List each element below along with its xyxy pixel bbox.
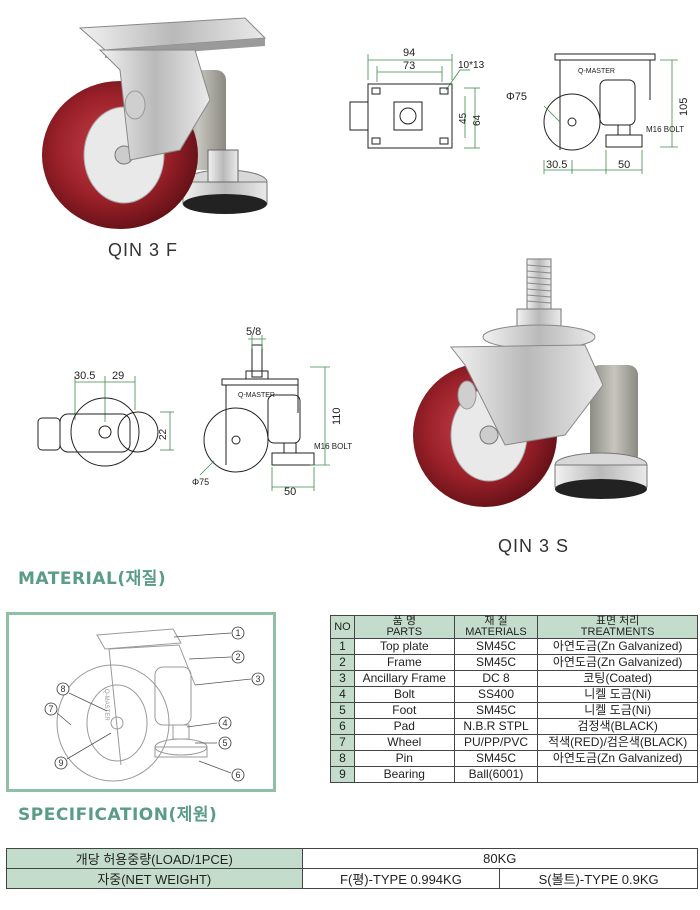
product-caption-f: QIN 3 F <box>108 240 179 260</box>
parts-exploded-diagram: Q-MASTER 1 2 3 4 5 6 7 <box>44 626 265 782</box>
dim-s-bolt: M16 BOLT <box>314 442 352 451</box>
caster-photo-s <box>413 258 648 507</box>
drawing-f-brand: Q-MASTER <box>578 68 615 75</box>
dim-f-height-outer: 64 <box>472 114 483 126</box>
drawing-f-side-view: Q-MASTER Φ75 105 M16 BOLT 30.5 50 <box>506 53 690 174</box>
specification-title: SPECIFICATION(제원) <box>18 805 218 825</box>
spec-weight-f: F(평)-TYPE 0.994KG <box>301 868 501 889</box>
diagram-label-1: 1 <box>235 628 240 638</box>
drawing-s-brand: Q-MASTER <box>238 392 275 399</box>
material-title: MATERIAL(재질) <box>18 569 167 589</box>
drawing-f-top-view: 94 73 10*13 45 64 <box>349 47 485 149</box>
dim-f-bolt: M16 BOLT <box>646 125 684 134</box>
spec-row-weight: 자중(NET WEIGHT) F(평)-TYPE 0.994KG S(볼트)-T… <box>6 868 698 889</box>
dim-s-wheel-dia: Φ75 <box>192 477 209 487</box>
dim-f-offset: 30.5 <box>546 159 567 171</box>
dim-s-offset-a: 30.5 <box>74 370 95 382</box>
diagram-label-2: 2 <box>235 652 240 662</box>
dim-s-thread: 5/8 <box>246 326 261 338</box>
dim-s-foot: 50 <box>284 486 296 498</box>
spec-weight-label: 자중(NET WEIGHT) <box>6 868 303 889</box>
dim-s-offset-b: 29 <box>112 370 124 382</box>
diagram-label-4: 4 <box>222 718 227 728</box>
diagram-label-3: 3 <box>255 674 260 684</box>
spec-row-load: 개당 허용중량(LOAD/1PCE) 80KG <box>6 848 699 869</box>
dim-f-hole: 10*13 <box>458 60 485 71</box>
diagram-label-9: 9 <box>58 758 63 768</box>
drawing-s-top-view: 30.5 29 22 <box>37 370 174 467</box>
product-caption-s: QIN 3 S <box>498 536 570 556</box>
header-no: NO <box>330 615 355 639</box>
diagram-label-8: 8 <box>60 684 65 694</box>
dim-s-height: 110 <box>331 407 343 425</box>
dim-f-foot: 50 <box>618 159 630 171</box>
dim-f-wheel-dia: Φ75 <box>506 91 527 103</box>
spec-load-value: 80KG <box>301 848 699 869</box>
diagram-brand: Q-MASTER <box>103 689 109 721</box>
caster-photo-f <box>42 17 268 229</box>
dim-f-width-inner: 73 <box>403 60 415 72</box>
dim-f-height: 105 <box>678 98 690 116</box>
spec-load-label: 개당 허용중량(LOAD/1PCE) <box>6 848 303 869</box>
diagram-label-6: 6 <box>235 770 240 780</box>
specification-table: 개당 허용중량(LOAD/1PCE) 80KG 자중(NET WEIGHT) F… <box>6 848 699 889</box>
dim-f-width-outer: 94 <box>403 47 415 59</box>
parts-diagram-frame: Q-MASTER 1 2 3 4 5 6 7 <box>6 612 276 792</box>
spec-weight-s: S(볼트)-TYPE 0.9KG <box>499 868 698 889</box>
dim-s-width: 22 <box>158 428 169 440</box>
diagram-label-5: 5 <box>222 738 227 748</box>
dim-f-height-inner: 45 <box>458 112 469 124</box>
diagram-label-7: 7 <box>48 704 53 714</box>
drawing-s-side-view: Q-MASTER 5/8 110 M16 BOLT Φ75 50 <box>192 326 352 498</box>
